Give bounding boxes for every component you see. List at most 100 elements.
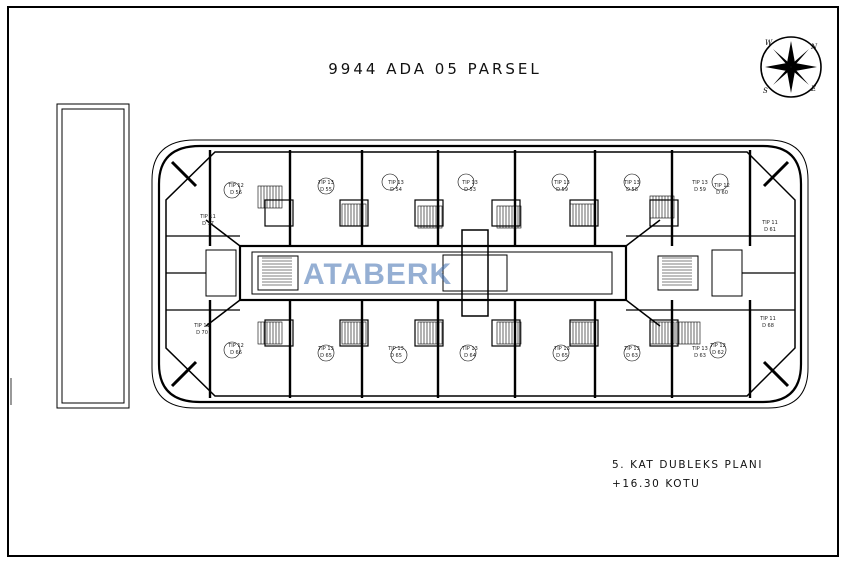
vestibule bbox=[491, 319, 521, 347]
unit-number: D 70 bbox=[196, 330, 208, 336]
compass-icon: W N S E bbox=[760, 36, 822, 98]
room-circles bbox=[223, 173, 729, 364]
unit-type: TIP 11 bbox=[760, 316, 776, 322]
unit-number: D 65 bbox=[556, 353, 568, 359]
unit-number: D 54 bbox=[390, 187, 402, 193]
unit-type: TIP 13 bbox=[554, 180, 570, 186]
plan-caption: 5. KAT DUBLEKS PLANI +16.30 KOTU bbox=[612, 456, 763, 494]
unit-number: D 59 bbox=[556, 187, 568, 193]
room-circle bbox=[317, 344, 335, 362]
stair-icon bbox=[675, 321, 701, 345]
stair-icon bbox=[569, 321, 595, 345]
side-strip bbox=[7, 103, 130, 409]
unit-type: TIP 13 bbox=[318, 180, 334, 186]
unit-type: TIP 13 bbox=[692, 180, 708, 186]
core-stairs bbox=[262, 257, 692, 286]
unit-number: D 63 bbox=[694, 353, 706, 359]
unit-type: TIP 11 bbox=[762, 220, 778, 226]
stair-icon bbox=[649, 321, 675, 345]
room-circle bbox=[709, 341, 727, 359]
unit-type: TIP 12 bbox=[714, 183, 730, 189]
room-circle bbox=[551, 173, 569, 191]
room-circle bbox=[623, 173, 641, 191]
unit-type: TIP 11 bbox=[200, 214, 216, 220]
stair-icon bbox=[649, 195, 675, 219]
room-circle bbox=[381, 173, 399, 191]
unit-number: D 65 bbox=[320, 353, 332, 359]
unit-number: D 57 bbox=[202, 221, 214, 227]
unit-type: TIP 12 bbox=[228, 183, 244, 189]
unit-walls bbox=[166, 150, 795, 398]
unit-number: D 55 bbox=[320, 187, 332, 193]
unit-number: D 61 bbox=[764, 227, 776, 233]
unit-number: D 65 bbox=[390, 353, 402, 359]
compass-e: E bbox=[810, 85, 816, 93]
unit-number: D 63 bbox=[626, 353, 638, 359]
vestibule bbox=[339, 319, 369, 347]
unit-type: TIP 13 bbox=[388, 180, 404, 186]
plan-name: 5. KAT DUBLEKS PLANI bbox=[612, 459, 764, 471]
unit-type: TIP 13 bbox=[624, 180, 640, 186]
unit-number: D 62 bbox=[712, 350, 724, 356]
stair-icon bbox=[341, 203, 367, 227]
unit-number: D 66 bbox=[230, 350, 242, 356]
stair-icon bbox=[257, 185, 283, 209]
unit-type: TIP 13 bbox=[692, 346, 708, 352]
unit-type: TIP 13 bbox=[624, 346, 640, 352]
unit-type: TIP 13 bbox=[462, 180, 478, 186]
room-circle bbox=[457, 173, 475, 191]
vestibule bbox=[414, 199, 444, 227]
compass-n: N bbox=[810, 43, 818, 51]
unit-number: D 64 bbox=[464, 353, 476, 359]
unit-type: TIP 13 bbox=[554, 346, 570, 352]
room-circle bbox=[459, 344, 477, 362]
stair-icon bbox=[569, 203, 595, 227]
plan-title: 9944 ADA 05 PARSEL bbox=[328, 60, 542, 78]
room-circle bbox=[223, 181, 241, 199]
unit-number: D 56 bbox=[230, 190, 242, 196]
duplex-stairs bbox=[257, 185, 701, 345]
stair-icon bbox=[417, 321, 443, 345]
stair-icon bbox=[496, 321, 522, 345]
corner-braces bbox=[170, 160, 790, 388]
unit-type: TIP 13 bbox=[388, 346, 404, 352]
unit-type: TIP 12 bbox=[710, 343, 726, 349]
unit-number: D 58 bbox=[626, 187, 638, 193]
stair-icon bbox=[496, 205, 522, 229]
unit-type: TIP 13 bbox=[318, 346, 334, 352]
stair-icon bbox=[417, 205, 443, 229]
unit-number: D 60 bbox=[716, 190, 728, 196]
stair-icon bbox=[341, 321, 367, 345]
stair-icon bbox=[257, 321, 283, 345]
room-circle bbox=[623, 344, 641, 362]
unit-type: TIP 12 bbox=[228, 343, 244, 349]
room-circle bbox=[552, 344, 570, 362]
room-circle bbox=[390, 346, 408, 364]
unit-number: D 68 bbox=[762, 323, 774, 329]
room-circle bbox=[223, 341, 241, 359]
drawing-frame bbox=[7, 6, 839, 557]
unit-number: D 59 bbox=[694, 187, 706, 193]
unit-number: D 53 bbox=[464, 187, 476, 193]
unit-type: TIP 11 bbox=[194, 323, 210, 329]
compass-s: S bbox=[763, 87, 768, 95]
vestibule bbox=[264, 319, 294, 347]
unit-type: TIP 13 bbox=[462, 346, 478, 352]
